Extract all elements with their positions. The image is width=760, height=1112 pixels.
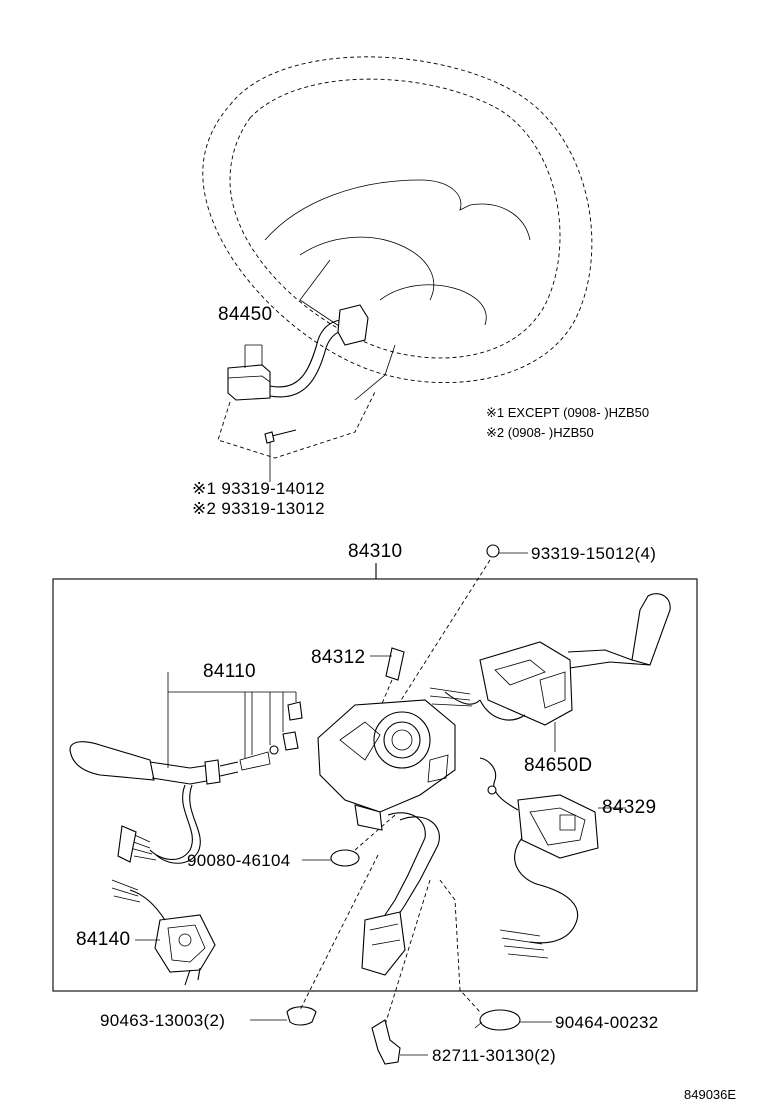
wire-harness	[299, 812, 481, 1026]
steering-wheel	[202, 56, 593, 401]
label-90463-13003: 90463-13003(2)	[100, 1011, 226, 1030]
clamp-90080-46104	[302, 814, 396, 867]
lever-84110	[69, 672, 303, 864]
applicability-note-2: ※2 (0908- )HZB50	[486, 425, 594, 440]
label-84450: 84450	[218, 304, 273, 325]
clip-82711-30130	[371, 1019, 428, 1065]
lever-84650d	[429, 593, 671, 752]
label-84140: 84140	[76, 929, 131, 950]
module-84329	[479, 757, 626, 959]
label-82711-30130: 82711-30130(2)	[432, 1046, 556, 1065]
combination-switch-body	[317, 699, 456, 831]
label-93319-14012: ※1 93319-14012	[192, 479, 325, 498]
label-93319-15012: 93319-15012(4)	[531, 544, 657, 563]
switch-84140	[111, 879, 216, 986]
label-90080-46104: 90080-46104	[187, 851, 291, 870]
label-93319-13012: ※2 93319-13012	[192, 499, 325, 518]
label-84110: 84110	[203, 661, 256, 682]
label-84312: 84312	[311, 647, 366, 668]
cable-84450	[227, 304, 369, 401]
label-84329: 84329	[602, 797, 657, 818]
applicability-note-1: ※1 EXCEPT (0908- )HZB50	[486, 405, 650, 420]
label-90464-00232: 90464-00232	[555, 1013, 659, 1032]
screw-93319-15012	[397, 544, 528, 706]
screw-93319-14012	[264, 429, 297, 482]
label-84310: 84310	[348, 541, 403, 562]
figure-id: 849036E	[684, 1087, 737, 1102]
band-90464-00232	[474, 1009, 552, 1031]
label-84650d: 84650D	[524, 755, 593, 776]
clip-90463-13003	[250, 1006, 317, 1026]
assembly-frame	[52, 578, 698, 992]
